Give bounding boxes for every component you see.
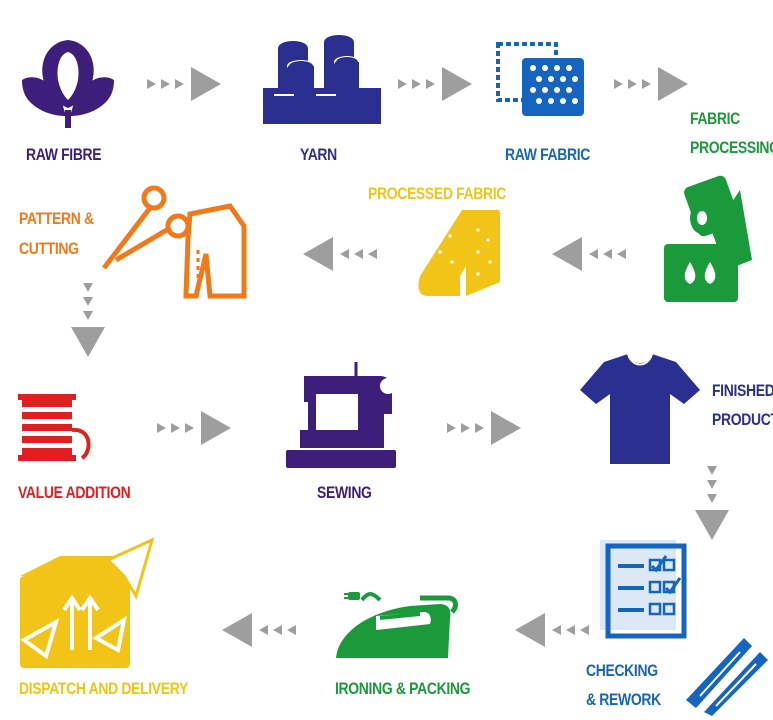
flow-arrow-right-1 xyxy=(147,67,221,101)
flow-arrow-left-2 xyxy=(552,237,626,271)
scissors-pattern-icon xyxy=(102,185,247,299)
flow-arrow-left-1 xyxy=(303,237,377,271)
step-label-raw-fibre: RAW FIBRE xyxy=(26,145,102,164)
step-label-raw-fabric: RAW FABRIC xyxy=(505,145,591,164)
fabric-roll-dye-icon xyxy=(664,175,752,302)
flow-arrow-down-1 xyxy=(71,283,105,357)
step-label-checking-rework-2: & REWORK xyxy=(586,690,661,709)
step-label-yarn: YARN xyxy=(300,145,337,164)
flow-arrow-left-4 xyxy=(222,613,296,647)
thread-spool-icon xyxy=(18,394,91,461)
flow-arrow-right-4 xyxy=(157,411,231,445)
step-label-fabric-processing-2: PROCESSING xyxy=(690,138,773,157)
step-label-sewing: SEWING xyxy=(317,483,372,502)
cotton-flower-icon xyxy=(22,40,114,128)
step-label-checking-rework-1: CHECKING xyxy=(586,661,658,680)
flow-arrow-down-2 xyxy=(695,466,729,540)
step-label-fabric-processing-1: FABRIC xyxy=(690,109,740,128)
step-label-value-addition: VALUE ADDITION xyxy=(18,483,131,502)
iron-icon xyxy=(336,592,458,658)
step-label-finished-product-1: FINISHED xyxy=(712,381,773,400)
yarn-spools-icon xyxy=(263,35,381,124)
shipping-box-icon xyxy=(20,537,155,668)
step-label-pattern-cutting-2: CUTTING xyxy=(19,239,79,258)
flow-arrow-right-3 xyxy=(614,67,688,101)
checklist-clipper-icon xyxy=(600,540,768,716)
sewing-machine-icon xyxy=(286,362,396,468)
step-label-pattern-cutting-1: PATTERN & xyxy=(19,209,94,228)
folded-fabric-icon xyxy=(418,210,500,296)
flow-arrow-right-5 xyxy=(447,411,521,445)
step-label-processed-fabric: PROCESSED FABRIC xyxy=(368,184,507,203)
step-label-dispatch-delivery: DISPATCH AND DELIVERY xyxy=(19,679,188,698)
flow-arrow-left-3 xyxy=(515,613,589,647)
tshirt-icon xyxy=(580,353,700,464)
flow-arrow-right-2 xyxy=(398,67,472,101)
raw-fabric-icon xyxy=(496,42,584,116)
step-label-finished-product-2: PRODUCT xyxy=(712,410,773,429)
step-label-ironing-packing: IRONING & PACKING xyxy=(335,679,471,698)
